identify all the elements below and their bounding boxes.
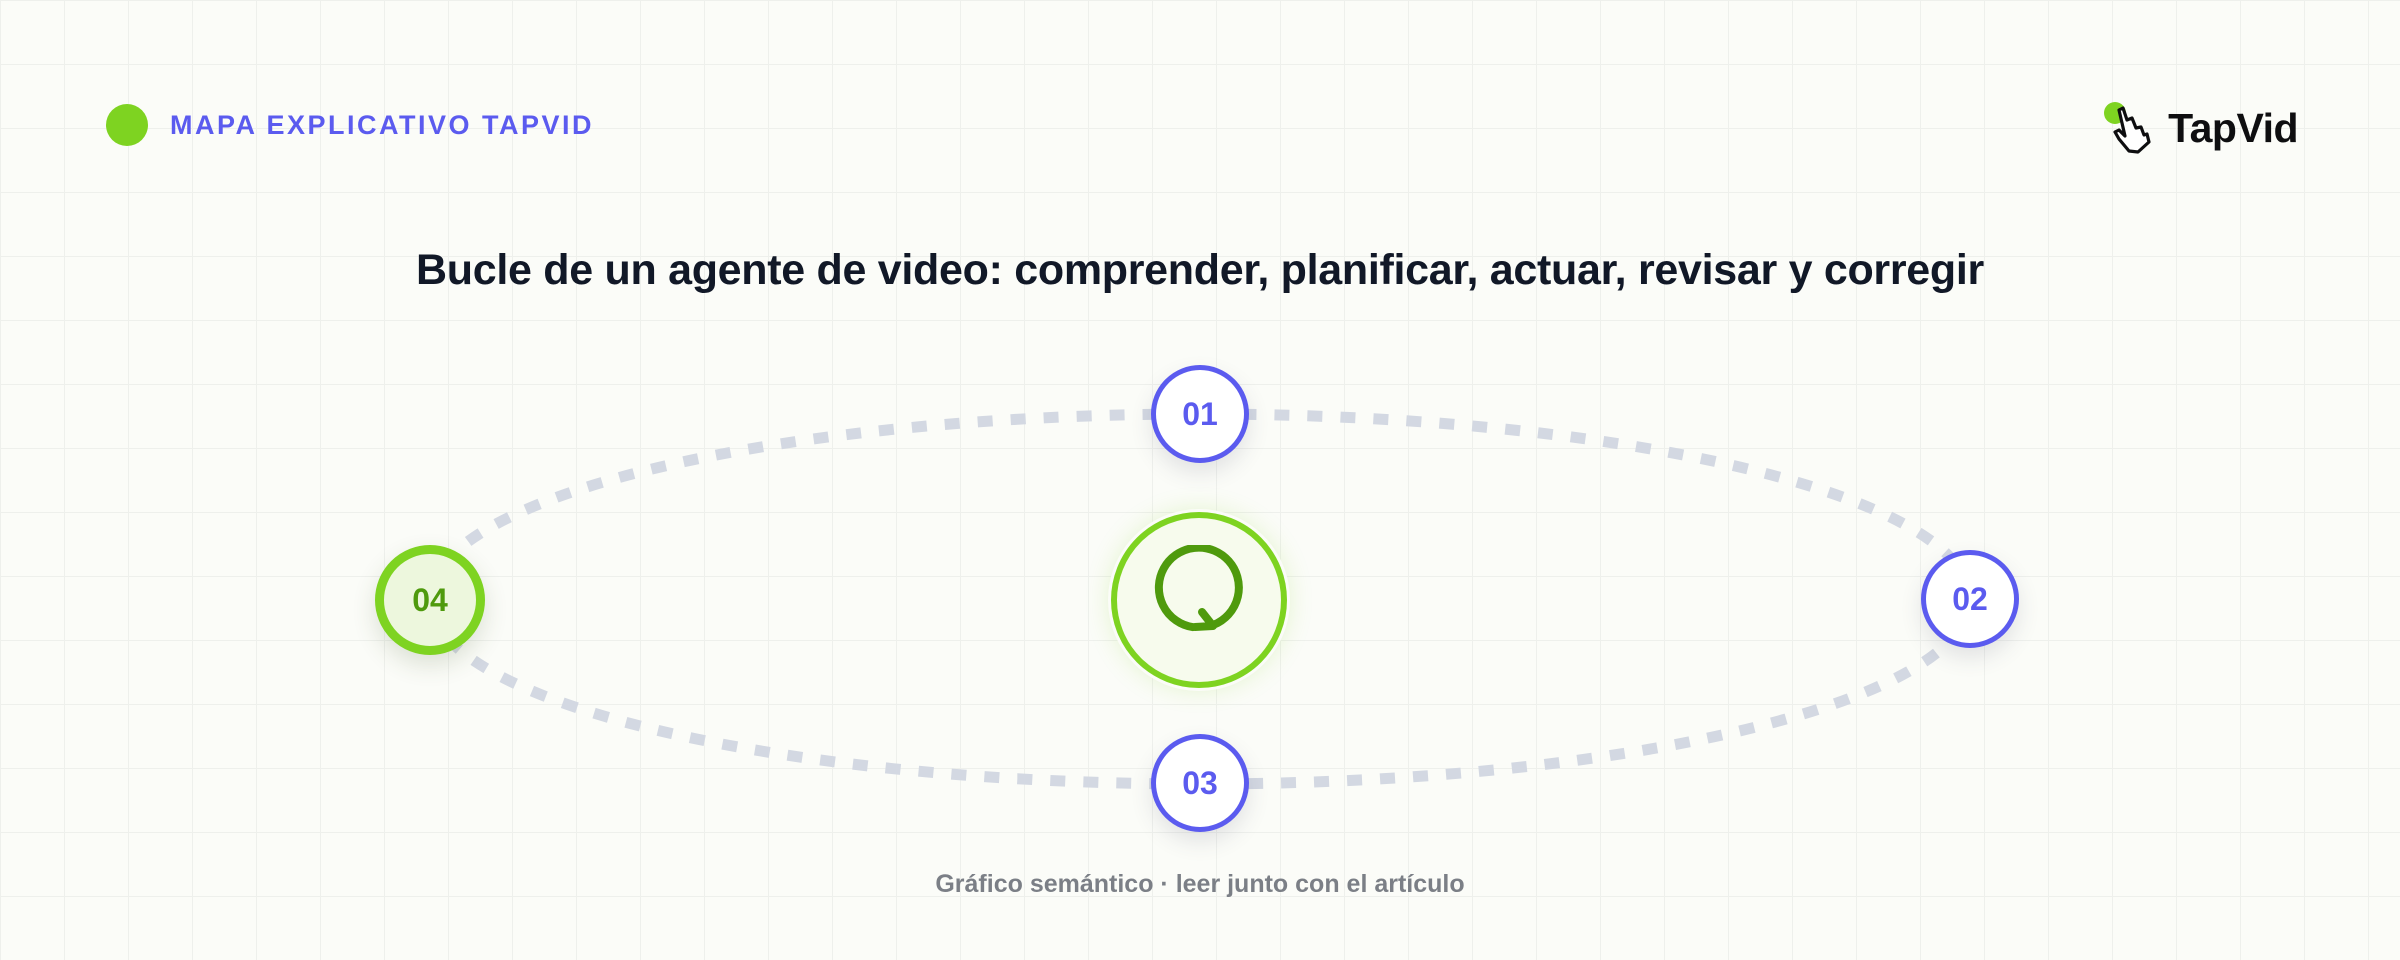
- logo-text: TapVid: [2168, 104, 2298, 151]
- status-dot-icon: [106, 104, 148, 146]
- step-number: 02: [1952, 580, 1988, 617]
- brand-logo[interactable]: TapVid: [2102, 98, 2298, 158]
- step-node-02[interactable]: 02: [1921, 550, 2019, 648]
- step-node-01[interactable]: 01: [1151, 365, 1249, 463]
- step-number: 01: [1182, 395, 1218, 432]
- center-hub: [1111, 512, 1287, 688]
- pointing-hand-icon: [2104, 102, 2151, 154]
- step-node-03[interactable]: 03: [1151, 734, 1249, 832]
- header: MAPA EXPLICATIVO TAPVID: [106, 104, 594, 146]
- refresh-loop-icon: [1154, 545, 1243, 632]
- caption: Gráfico semántico · leer junto con el ar…: [935, 870, 1465, 898]
- page-title: Bucle de un agente de video: comprender,…: [416, 246, 1984, 294]
- step-number: 04: [412, 581, 448, 618]
- step-node-04[interactable]: 04: [375, 545, 485, 655]
- header-label: MAPA EXPLICATIVO TAPVID: [170, 109, 595, 140]
- step-number: 03: [1182, 764, 1218, 801]
